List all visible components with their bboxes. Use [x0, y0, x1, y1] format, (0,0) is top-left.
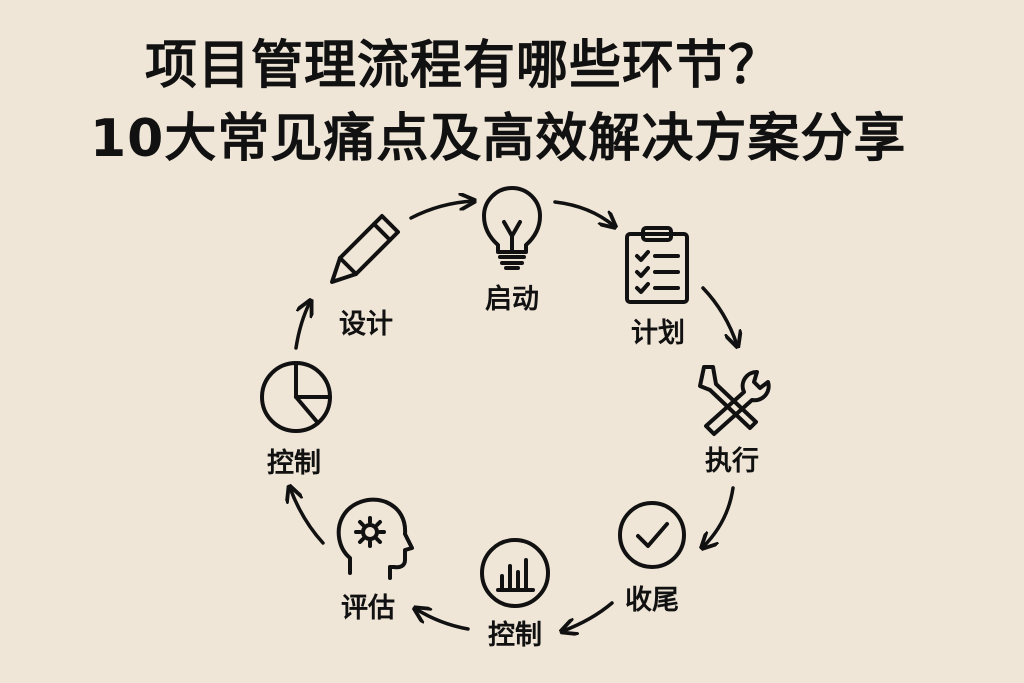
step-evaluate: 评估 [336, 497, 414, 624]
step-start: 启动 [482, 186, 542, 315]
step-close: 收尾 [618, 501, 686, 616]
step-control-bottom: 控制 [480, 538, 550, 651]
step-label-control-left: 控制 [267, 448, 321, 479]
step-label-plan: 计划 [631, 318, 685, 349]
step-control-left: 控制 [260, 361, 332, 479]
arrow-execute-to-close [703, 486, 735, 547]
arrow-close-to-control [563, 601, 614, 631]
title-line-2: 10大常见痛点及高效解决方案分享 [90, 109, 907, 169]
step-label-close: 收尾 [625, 585, 679, 616]
arrow-control-to-design [294, 302, 310, 350]
arrow-plan-to-execute [701, 286, 737, 345]
head-gear-icon [336, 497, 414, 580]
step-label-control-bottom: 控制 [488, 620, 542, 651]
arrow-start-to-plan [553, 200, 614, 226]
arrow-design-to-start [409, 201, 473, 220]
clipboard-checklist-icon [625, 226, 689, 304]
wrench-screwdriver-icon [698, 365, 771, 436]
step-design: 设计 [330, 214, 400, 340]
step-label-design: 设计 [339, 309, 393, 340]
bar-chart-icon [480, 538, 550, 608]
step-label-evaluate: 评估 [341, 593, 395, 624]
pie-chart-icon [260, 361, 332, 433]
step-plan: 计划 [625, 226, 689, 349]
title-line-1: 项目管理流程有哪些环节？ [145, 36, 782, 96]
pencil-icon [330, 214, 400, 284]
lightbulb-icon [482, 186, 542, 270]
arrow-evaluate-to-control [290, 488, 325, 545]
step-label-execute: 执行 [705, 445, 759, 477]
check-circle-icon [618, 501, 686, 569]
step-label-start: 启动 [485, 284, 539, 315]
step-execute: 执行 [698, 365, 771, 477]
arrow-control-to-evaluate [416, 609, 470, 631]
